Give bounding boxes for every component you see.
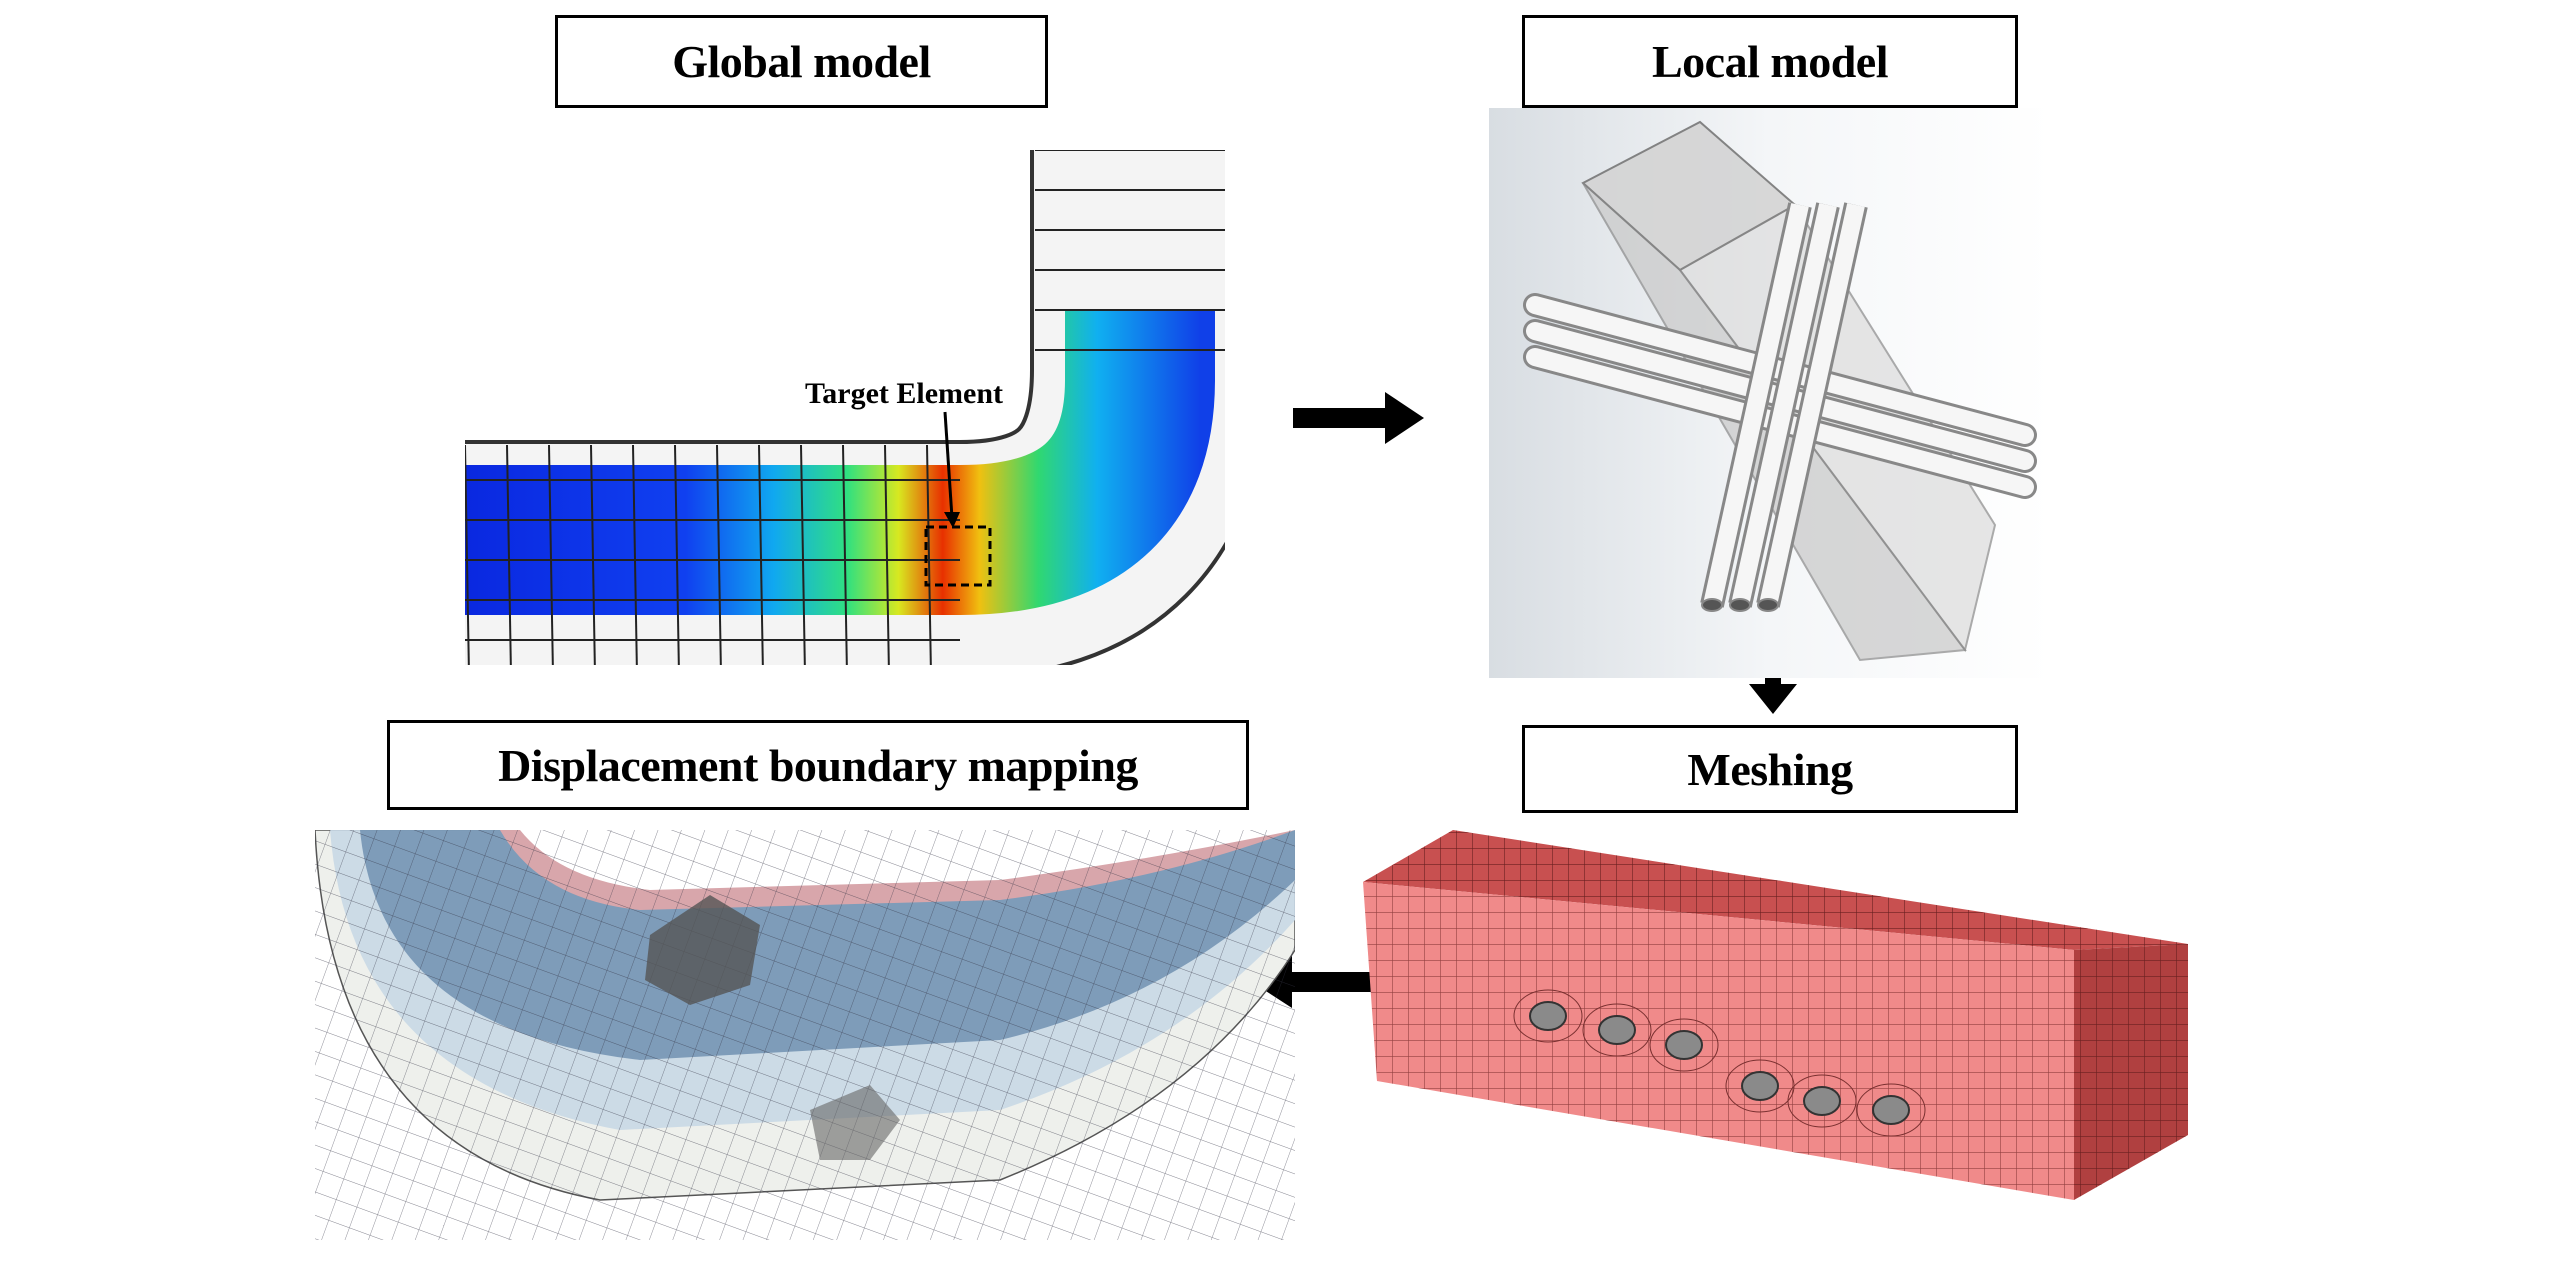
rod bbox=[1759, 203, 1865, 607]
rod bbox=[1731, 203, 1837, 607]
target-element-marker bbox=[924, 525, 992, 587]
target-element-label: Target Element bbox=[805, 377, 1004, 410]
refined-mesh-ring bbox=[1649, 1018, 1719, 1072]
meshed-block-figure bbox=[1363, 830, 2188, 1200]
global-model-title: Global model bbox=[555, 15, 1048, 108]
local-model-title: Local model bbox=[1522, 15, 2018, 108]
refined-mesh-ring bbox=[1787, 1074, 1857, 1128]
rod-hole bbox=[1803, 1086, 1841, 1116]
arrow-right-icon bbox=[1293, 392, 1424, 444]
refined-mesh-ring bbox=[1582, 1003, 1652, 1057]
rod-end bbox=[1729, 598, 1751, 612]
rod-hole bbox=[1872, 1095, 1910, 1125]
refined-mesh-ring bbox=[1856, 1083, 1926, 1137]
rod-hole bbox=[1741, 1071, 1779, 1101]
displacement-mapping-figure bbox=[315, 830, 1295, 1240]
stress-contour bbox=[465, 310, 1215, 615]
rod-hole bbox=[1529, 1001, 1567, 1031]
rod-end bbox=[1757, 598, 1779, 612]
displacement-mapping-title: Displacement boundary mapping bbox=[387, 720, 1249, 810]
global-model-figure bbox=[465, 150, 1225, 665]
refined-mesh-ring bbox=[1513, 989, 1583, 1043]
local-model-figure bbox=[1489, 108, 2051, 678]
meshing-title: Meshing bbox=[1522, 725, 2018, 813]
rod-hole bbox=[1665, 1030, 1703, 1060]
target-arrow bbox=[943, 411, 954, 519]
rod-end bbox=[1701, 598, 1723, 612]
rod-hole bbox=[1598, 1015, 1636, 1045]
rod bbox=[1703, 203, 1809, 607]
